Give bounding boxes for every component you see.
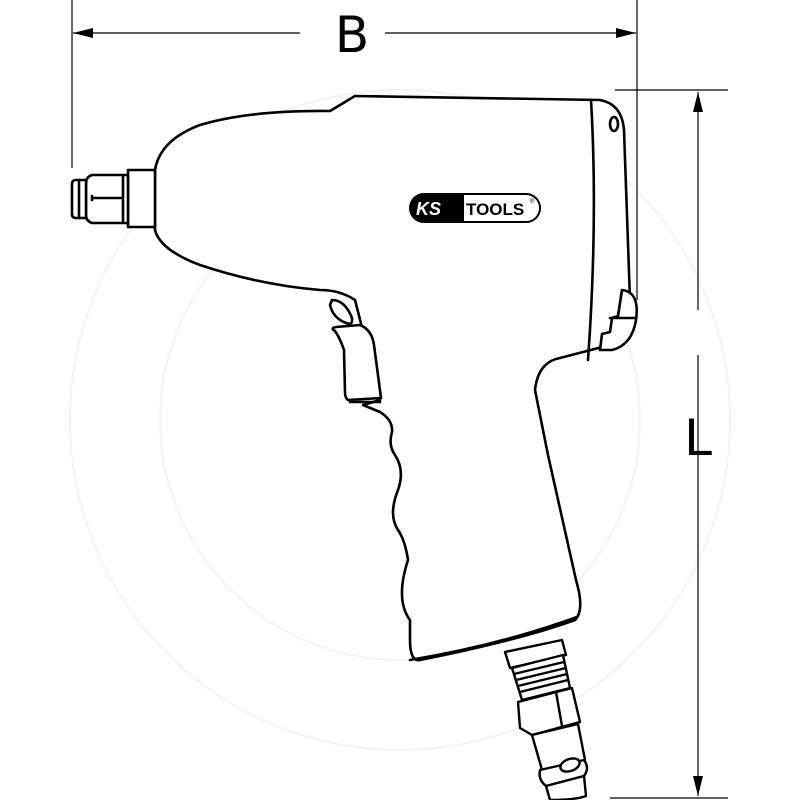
trigger-button: [331, 323, 383, 402]
rear-cover-screw-top: [608, 115, 620, 133]
logo-tools-text: TOOLS: [466, 200, 524, 219]
anvil-slot: [90, 175, 125, 223]
housing-outline: [153, 94, 632, 662]
grip-base: [408, 615, 579, 662]
anvil-collar: [126, 168, 157, 229]
dimension-label-b: B: [335, 6, 369, 64]
brand-logo: KS TOOLS ®: [409, 193, 541, 223]
rear-cover-line: [586, 98, 596, 362]
thread-lines: [513, 660, 569, 694]
tool-body: [70, 94, 638, 662]
logo-registered-mark: ®: [530, 198, 535, 205]
coupler-pin: [559, 757, 581, 773]
dimension-label-l: L: [684, 409, 712, 467]
air-inlet-fitting: [503, 638, 589, 800]
hex-nut-edge: [554, 691, 564, 727]
dimension-b: [71, 0, 638, 300]
reverse-switch: [598, 288, 638, 352]
trigger-stop: [328, 298, 354, 326]
inlet-nut: [503, 638, 568, 670]
logo-ks-text: KS: [416, 199, 441, 219]
dimension-l: [610, 89, 728, 799]
